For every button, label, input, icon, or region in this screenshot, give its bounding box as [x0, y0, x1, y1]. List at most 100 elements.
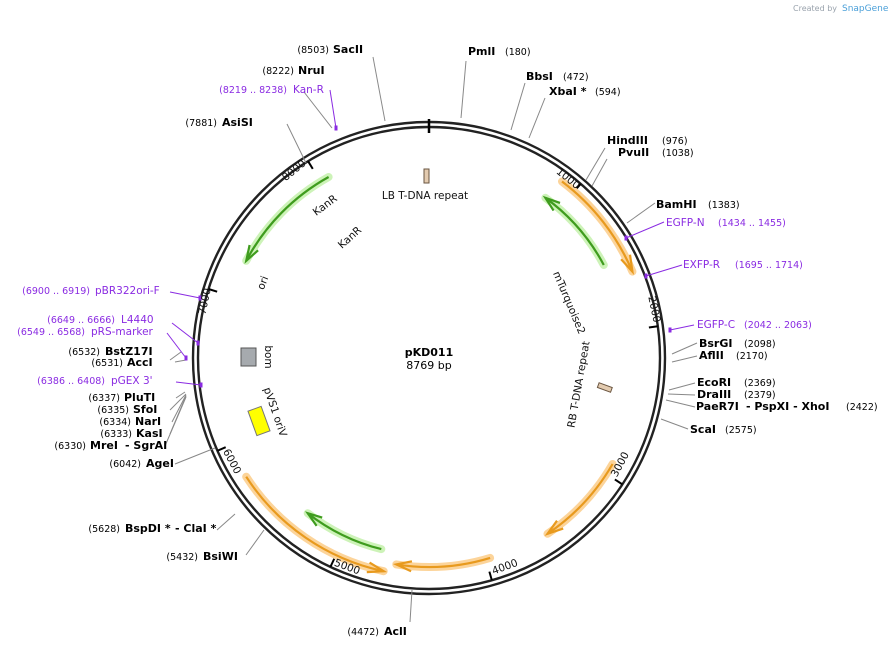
orf-arc-green-3-head — [244, 244, 259, 264]
primer-l4440[interactable]: (6649 .. 6666) L4440 — [47, 314, 153, 326]
leader-line — [460, 60, 467, 119]
site-bbsi[interactable]: BbsI (472) — [526, 70, 589, 83]
site-pos: (4472) — [347, 627, 379, 638]
primer-mark — [334, 125, 338, 131]
site-pos: (6335) — [97, 405, 129, 416]
orf-arc-1-line — [561, 180, 634, 273]
site-acli[interactable]: (4472) AclI — [347, 625, 407, 638]
site-ecori[interactable]: EcoRI (2369) — [697, 376, 776, 389]
tick-mark-4000 — [488, 571, 493, 581]
site-nrui[interactable]: (8222) NruI — [262, 64, 324, 77]
primer-leader-line — [669, 324, 695, 331]
site-bsiwi[interactable]: (5432) BsiWI — [166, 550, 238, 563]
primer-name: pBR322ori-F — [95, 285, 160, 297]
site-name: PaeR7I — [696, 400, 739, 413]
site-name: SfoI — [133, 403, 157, 416]
rb-repeat-label: RB T-DNA repeat — [566, 340, 593, 429]
tick-label-7000: 7000 — [196, 287, 213, 316]
tick-mark-3000 — [614, 478, 623, 486]
credit-brand: SnapGene — [842, 4, 889, 14]
site-pos: (5628) — [88, 524, 120, 535]
primer-pgex-3[interactable]: (6386 .. 6408) pGEX 3' — [37, 375, 152, 387]
site-pos: (2369) — [744, 378, 776, 389]
site-sfoi[interactable]: (6335) SfoI — [97, 403, 157, 416]
site-pmli[interactable]: PmlI (180) — [468, 45, 531, 58]
site-bspdi[interactable]: (5628) BspDI * - ClaI * — [88, 522, 216, 535]
site-mrei[interactable]: (6330) MreI - SgrAI — [54, 439, 167, 452]
plasmid-name: pKD011 — [405, 346, 454, 359]
leader-line — [591, 158, 608, 187]
site-pluti[interactable]: (6337) PluTI — [88, 391, 155, 404]
site-agei[interactable]: (6042) AgeI — [109, 457, 174, 470]
leader-line — [174, 447, 216, 465]
pvs1-repa-label: pVS1 RepA — [293, 473, 346, 518]
leader-line — [174, 359, 187, 363]
primer-prs-marker[interactable]: (6549 .. 6568) pRS-marker — [17, 326, 153, 338]
primer-leader-line — [166, 332, 187, 359]
tick-label-4000: 4000 — [490, 557, 519, 577]
site-name: SacII — [333, 43, 363, 56]
site-asisi[interactable]: (7881) AsiSI — [185, 116, 252, 129]
site-nari[interactable]: (6334) NarI — [99, 415, 161, 428]
orf-arc-2-line — [546, 463, 614, 535]
site-xbai[interactable]: XbaI * (594) — [549, 85, 621, 98]
site-scai[interactable]: ScaI (2575) — [690, 423, 757, 436]
bom-box — [240, 347, 257, 367]
tick-mark-5000 — [329, 558, 336, 568]
primer-pos: (2042 .. 2063) — [744, 320, 812, 331]
leader-line — [169, 393, 187, 411]
site-bamhi[interactable]: BamHI (1383) — [656, 198, 740, 211]
site-name: KasI — [136, 427, 163, 440]
primer-pbr322ori-f[interactable]: (6900 .. 6919) pBR322ori-F — [22, 285, 160, 297]
site-name: BamHI — [656, 198, 697, 211]
site-pos: (5432) — [166, 552, 198, 563]
site-pos: (6532) — [68, 347, 100, 358]
site-paer7i[interactable]: PaeR7I - PspXI - XhoI (2422) — [696, 400, 878, 413]
site-name: BspDI * — [125, 522, 171, 535]
site-pos: (2379) — [744, 390, 776, 401]
primer-name: Kan-R — [293, 84, 324, 96]
site-pos: (7881) — [185, 118, 217, 129]
leader-line — [171, 394, 187, 423]
site-hindiii[interactable]: HindIII (976) — [607, 134, 688, 147]
leader-line — [286, 123, 307, 164]
site-name: AccI — [127, 356, 153, 369]
primer-pos: (1434 .. 1455) — [718, 218, 786, 229]
site-pvuii[interactable]: PvuII (1038) — [618, 146, 694, 159]
site-sacii[interactable]: (8503) SacII — [297, 43, 363, 56]
site-name: AgeI — [146, 457, 174, 470]
site-bstz17i[interactable]: (6532) BstZ17I — [68, 345, 152, 358]
backbone — [191, 119, 667, 596]
leader-line — [372, 56, 386, 122]
site-kasi[interactable]: (6333) KasI — [100, 427, 162, 440]
site-bsrgi[interactable]: BsrGI (2098) — [699, 337, 776, 350]
credit-prefix: Created by — [793, 4, 837, 13]
site-extra: - PspXI - XhoI — [746, 400, 829, 413]
primer-kan-r[interactable]: (8219 .. 8238) Kan-R — [219, 84, 324, 96]
leader-line — [164, 396, 187, 447]
site-pos: (472) — [563, 72, 589, 83]
site-aflii[interactable]: AflII (2170) — [699, 349, 768, 362]
leader-line — [510, 82, 526, 131]
leader-line — [665, 399, 696, 408]
site-pos: (6333) — [100, 429, 132, 440]
leader-line — [626, 202, 656, 224]
leader-line — [169, 351, 182, 361]
site-draiii[interactable]: DraIII (2379) — [697, 388, 776, 401]
site-acci[interactable]: (6531) AccI — [91, 356, 152, 369]
primer-egfp-c[interactable]: EGFP-C (2042 .. 2063) — [697, 319, 812, 331]
primer-exfp-r[interactable]: EXFP-R (1695 .. 1714) — [683, 259, 803, 271]
rb-repeat-box — [596, 382, 613, 393]
kanr-inner-label: KanR — [336, 224, 364, 251]
primer-egfp-n[interactable]: EGFP-N (1434 .. 1455) — [666, 217, 786, 229]
site-name: PmlI — [468, 45, 495, 58]
snapgene-credit[interactable]: Created by SnapGene — [793, 4, 889, 14]
site-pos: (6531) — [91, 358, 123, 369]
tick-mark-2000 — [648, 325, 658, 329]
pvs1-staa-label: pVS1 StaA — [445, 516, 502, 541]
primer-leader-line — [645, 264, 683, 277]
primer-name: EGFP-C — [697, 319, 735, 331]
orf-arc-1-head — [620, 254, 635, 276]
site-extra: - SgrAI — [125, 439, 167, 452]
leader-line — [303, 91, 333, 129]
